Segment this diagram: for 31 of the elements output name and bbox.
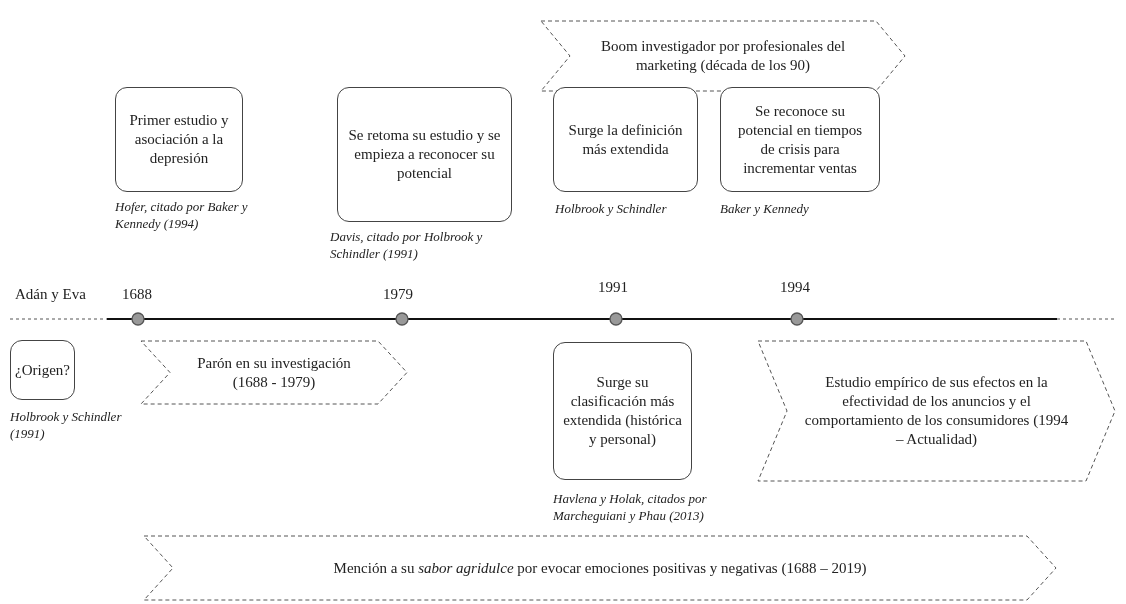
event-text: Se reconoce su potencial en tiempos de crisis para incrementar ventas	[736, 101, 864, 178]
event-box	[553, 87, 698, 192]
event-box	[115, 87, 243, 192]
event-text: Surge la definición más extendida	[567, 120, 684, 159]
year-label: 1979	[383, 286, 413, 303]
citation-text: Holbrook y Schindler	[555, 200, 668, 217]
citation-text: Holbrook y Schindler (1991)	[10, 408, 123, 442]
period-text: Parón en su investigación (1688 - 1979)	[196, 353, 352, 392]
chevron-banner	[757, 340, 1116, 482]
event-box	[337, 87, 512, 222]
event-text: Primer estudio y asociación a la depresión	[128, 111, 230, 168]
year-label: 1994	[780, 279, 810, 296]
period-text: Mención a su sabor agridulce por evocar emociones positivas y negativas (1688 – 2019)	[333, 558, 867, 578]
year-label: 1991	[598, 279, 628, 296]
event-box	[553, 342, 692, 480]
event-text: ¿Origen?	[15, 360, 70, 380]
chevron-banner	[540, 20, 906, 92]
citation-text: Baker y Kennedy	[720, 200, 810, 217]
event-box	[720, 87, 880, 192]
period-text: Estudio empírico de sus efectos en la efectividad de los anuncios y el comportamiento de los consumidores (1994 – Actualidad)	[803, 373, 1070, 449]
event-box	[10, 340, 75, 400]
citation-text: Havlena y Holak, citados por Marcheguiani y Phau (2013)	[553, 490, 708, 524]
chevron-banner	[140, 340, 408, 405]
citation-text: Davis, citado por Holbrook y Schindler (1991)	[330, 228, 484, 262]
origin-label: Adán y Eva	[15, 286, 86, 303]
year-label: 1688	[122, 286, 152, 303]
chevron-banner	[143, 535, 1057, 601]
citation-text: Hofer, citado por Baker y Kennedy (1994)	[115, 198, 249, 232]
event-text: Surge su clasificación más extendida (histórica y personal)	[562, 373, 683, 449]
event-text: Se retoma su estudio y se empieza a reconocer su potencial	[347, 126, 502, 183]
period-text: Boom investigador por profesionales del marketing (década de los 90)	[599, 37, 847, 75]
